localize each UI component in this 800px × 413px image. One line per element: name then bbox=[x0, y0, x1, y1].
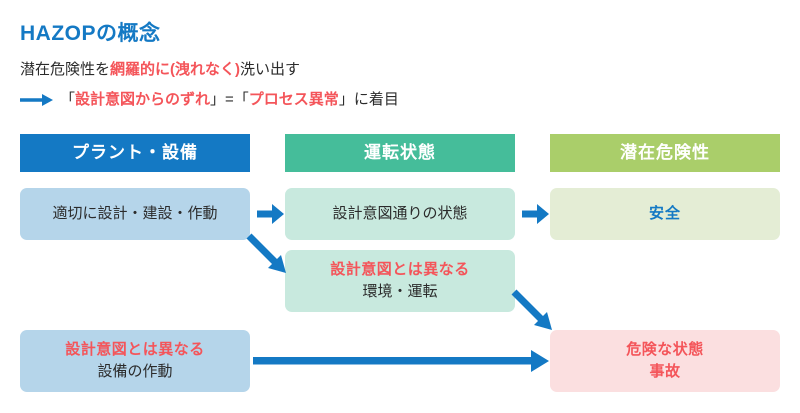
box-plant-dev-line-2: 設備の作動 bbox=[97, 363, 173, 380]
box-state-as-designed: 設計意図通りの状態 bbox=[285, 188, 515, 240]
subtitle-line2-tail: 」に着目 bbox=[338, 91, 399, 108]
box-plant-ok-line-1: 適切に設計・建設・作動 bbox=[52, 204, 218, 222]
subtitle-line-1: 潜在危険性を網羅的に(洩れなく)洗い出す bbox=[20, 58, 300, 79]
subtitle-line1-emphasis: 網羅的に(洩れなく) bbox=[110, 61, 241, 78]
box-hazardous-state-accident: 危険な状態 事故 bbox=[550, 330, 780, 392]
box-deviating-equipment-operation: 設計意図とは異なる 設備の作動 bbox=[20, 330, 250, 392]
subtitle-line1-prefix: 潜在危険性を bbox=[20, 61, 111, 78]
right-arrow-icon bbox=[20, 93, 54, 107]
column-header-plant-equipment: プラント・設備 bbox=[20, 134, 250, 172]
column-header-potential-hazard: 潜在危険性 bbox=[550, 134, 780, 172]
box-state-ok-line-1: 設計意図通りの状態 bbox=[332, 204, 468, 222]
column-header-operating-state: 運転状態 bbox=[285, 134, 515, 172]
subtitle-line2-open-bracket: 「 bbox=[60, 91, 76, 108]
box-hazard-line-2: 事故 bbox=[649, 363, 681, 380]
box-safe: 安全 bbox=[550, 188, 780, 240]
arrow-plant-ok-to-state-dev bbox=[246, 233, 286, 273]
arrow-state-dev-to-hazard bbox=[511, 289, 552, 330]
box-safe-line-1: 安全 bbox=[648, 204, 681, 222]
subtitle-line-2: 「設計意図からのずれ」=「プロセス異常」に着目 bbox=[20, 88, 399, 109]
subtitle-line2-emphasis-2: プロセス異常 bbox=[248, 91, 339, 108]
page-title: HAZOPの概念 bbox=[20, 22, 161, 45]
box-proper-design-construction-operation: 適切に設計・建設・作動 bbox=[20, 188, 250, 240]
box-state-dev-line-1: 設計意図とは異なる bbox=[330, 260, 470, 278]
box-hazard-line-1: 危険な状態 bbox=[626, 340, 704, 358]
arrow-state-ok-to-safe bbox=[522, 204, 549, 224]
subtitle-line2-emphasis-1: 設計意図からのずれ bbox=[75, 91, 211, 108]
arrow-plant-dev-to-hazard bbox=[253, 350, 549, 372]
box-plant-dev-line-1: 設計意図とは異なる bbox=[65, 340, 205, 358]
box-deviating-environment-operation: 設計意図とは異なる 環境・運転 bbox=[285, 250, 515, 312]
arrow-plant-ok-to-state-ok bbox=[257, 204, 284, 224]
box-state-dev-line-2: 環境・運転 bbox=[362, 283, 438, 300]
subtitle-line2-middle: 」=「 bbox=[210, 91, 249, 108]
subtitle-line1-suffix: 洗い出す bbox=[240, 61, 301, 78]
